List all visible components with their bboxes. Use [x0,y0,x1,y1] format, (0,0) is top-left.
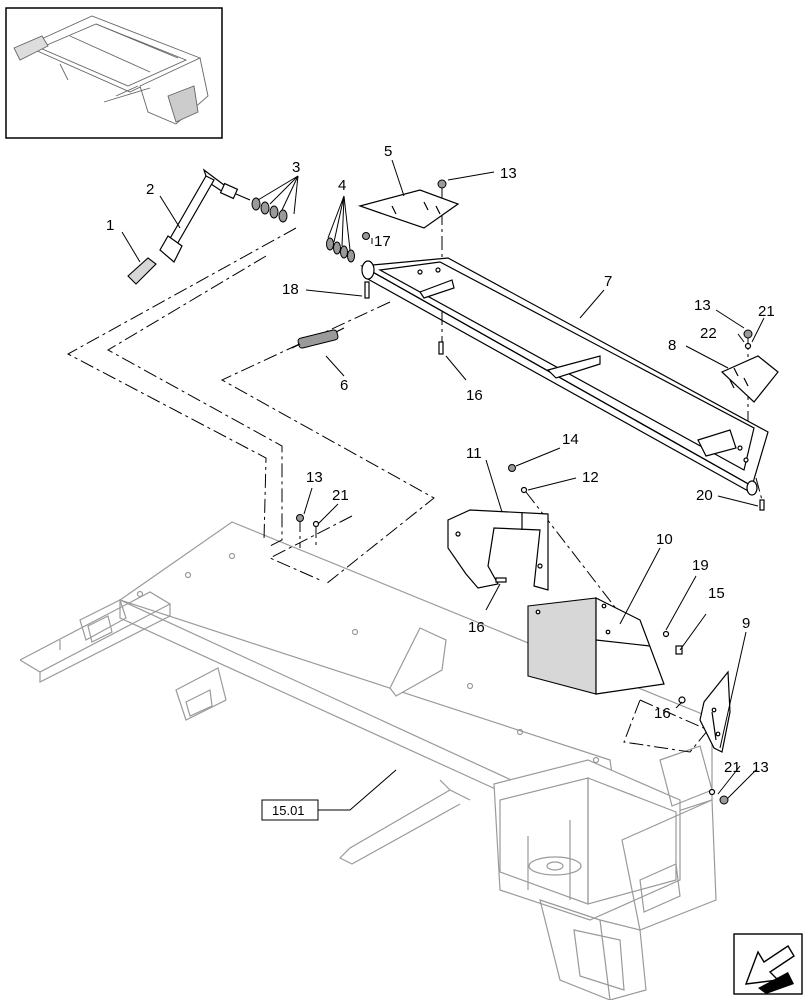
spring [291,327,345,349]
callout-8: 8 [668,337,676,354]
callout-4: 4 [338,177,346,194]
callout-9: 9 [742,615,750,632]
callout-5: 5 [384,143,392,160]
callout-16-a: 16 [466,387,483,404]
washer-stack-3 [251,197,288,223]
callout-12: 12 [582,469,599,486]
callout-22: 22 [700,325,717,342]
callout-20: 20 [696,487,713,504]
callout-13-d: 13 [752,759,769,776]
overview-inset [5,7,223,139]
callout-19: 19 [692,557,709,574]
bracket-part-9 [699,670,731,753]
bracket-part-11 [447,509,549,591]
shaft-assembly [360,257,769,496]
pedal-pad [127,257,157,285]
callout-17: 17 [374,233,391,250]
leader-lines [121,159,765,811]
callout-16-c: 16 [654,705,671,722]
pedal-arm [159,168,251,263]
callout-7: 7 [604,273,612,290]
shield-part-10 [527,597,665,695]
callout-13-c: 13 [306,469,323,486]
plate-part-8 [720,355,779,403]
reference-box[interactable]: 15.01 [261,799,319,821]
callout-18: 18 [282,281,299,298]
callout-6: 6 [340,377,348,394]
callout-1: 1 [106,217,114,234]
callout-2: 2 [146,181,154,198]
washer-stack-4 [326,237,355,263]
callout-21-a: 21 [758,303,775,320]
fasteners [296,179,765,805]
callout-10: 10 [656,531,673,548]
callout-11: 11 [466,445,482,462]
callout-3: 3 [292,159,300,176]
callout-13-b: 13 [694,297,711,314]
callout-labels: 1 2 3 4 5 6 7 8 9 10 11 12 13 13 13 13 1… [106,143,775,776]
callout-21-b: 21 [332,487,349,504]
reference-label: 15.01 [272,803,305,818]
callout-14: 14 [562,431,579,448]
callout-15: 15 [708,585,725,602]
back-arrow-icon[interactable] [733,933,803,995]
callout-16-b: 16 [468,619,485,636]
callout-21-c: 21 [724,759,741,776]
plate-part-5 [357,189,460,229]
base-frame [19,521,717,1001]
callout-13-a: 13 [500,165,517,182]
